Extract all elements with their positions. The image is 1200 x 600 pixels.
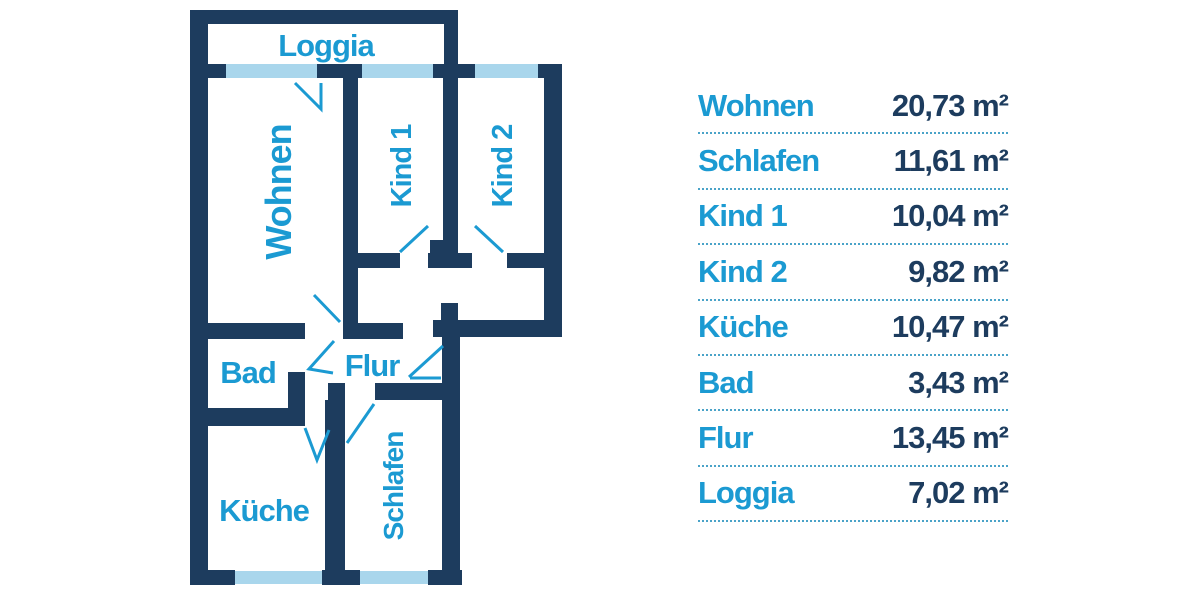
legend-room-name: Wohnen: [698, 87, 815, 123]
legend-room-area: 10,47 m²: [891, 309, 1009, 345]
legend-room-area: 7,02 m²: [908, 475, 1009, 511]
legend-row: Kind 1 10,04 m²: [698, 190, 1009, 246]
window: [360, 571, 428, 584]
legend-room-name: Schlafen: [698, 143, 820, 179]
area-legend: Wohnen 20,73 m² Schlafen 11,61 m² Kind 1…: [698, 79, 1009, 523]
wall: [325, 400, 345, 585]
legend-room-name: Kind 1: [698, 198, 788, 234]
door-swing: [293, 81, 323, 113]
legend-room-name: Flur: [698, 420, 754, 456]
legend-row: Bad 3,43 m²: [698, 356, 1009, 412]
wall: [322, 570, 360, 585]
legend-room-name: Kind 2: [698, 253, 788, 289]
door-swing: [312, 293, 342, 324]
walls: [190, 10, 562, 585]
legend-room-name: Bad: [698, 364, 755, 400]
wall: [190, 408, 288, 426]
legend-room-area: 3,43 m²: [908, 364, 1009, 400]
legend-row: Küche 10,47 m²: [698, 301, 1009, 356]
wall: [442, 337, 460, 585]
wall: [190, 64, 226, 78]
legend-room-name: Küche: [698, 309, 789, 345]
wall: [433, 64, 475, 78]
room-label-schlafen: Schlafen: [378, 432, 409, 541]
door-swing: [473, 224, 505, 254]
legend-row: Loggia 7,02 m²: [698, 467, 1009, 523]
wall: [343, 323, 403, 339]
door-swings: [293, 81, 505, 465]
wall: [507, 253, 544, 268]
wall: [433, 320, 562, 337]
wall: [190, 10, 208, 585]
room-label-loggia: Loggia: [278, 28, 375, 63]
window: [362, 64, 433, 78]
wall: [288, 372, 305, 426]
wall: [430, 240, 444, 254]
door-swing: [345, 403, 376, 444]
wall: [343, 64, 358, 339]
door-swing: [306, 340, 336, 375]
wall: [443, 78, 458, 268]
wall: [190, 323, 305, 339]
room-label-kueche: Küche: [219, 493, 310, 528]
wall: [428, 570, 462, 585]
legend-room-area: 20,73 m²: [891, 87, 1009, 123]
legend-room-area: 13,45 m²: [891, 420, 1009, 456]
legend-row: Kind 2 9,82 m²: [698, 245, 1009, 301]
legend-row: Schlafen 11,61 m²: [698, 134, 1009, 190]
room-label-flur: Flur: [345, 348, 400, 383]
wall: [190, 10, 458, 24]
wall: [444, 10, 458, 78]
legend-room-area: 10,04 m²: [891, 198, 1009, 234]
room-label-kind2: Kind 2: [487, 125, 519, 208]
room-label-kind1: Kind 1: [386, 124, 418, 207]
room-label-wohnen: Wohnen: [258, 124, 299, 259]
window: [235, 571, 322, 584]
windows: [226, 64, 538, 584]
wall: [544, 64, 562, 337]
legend-row: Flur 13,45 m²: [698, 411, 1009, 467]
wall: [190, 570, 235, 585]
door-swing: [407, 344, 445, 379]
window: [226, 64, 317, 78]
room-label-bad: Bad: [220, 355, 276, 390]
wall: [375, 383, 460, 400]
legend-room-area: 9,82 m²: [908, 253, 1009, 289]
wall: [328, 383, 345, 400]
wall: [358, 253, 400, 268]
wall: [441, 303, 458, 320]
wall: [428, 253, 472, 268]
legend-room-area: 11,61 m²: [893, 143, 1009, 179]
legend-row: Wohnen 20,73 m²: [698, 79, 1009, 135]
window: [475, 64, 538, 78]
door-swing: [398, 224, 430, 254]
legend-room-name: Loggia: [698, 475, 795, 511]
door-swing: [303, 427, 331, 465]
